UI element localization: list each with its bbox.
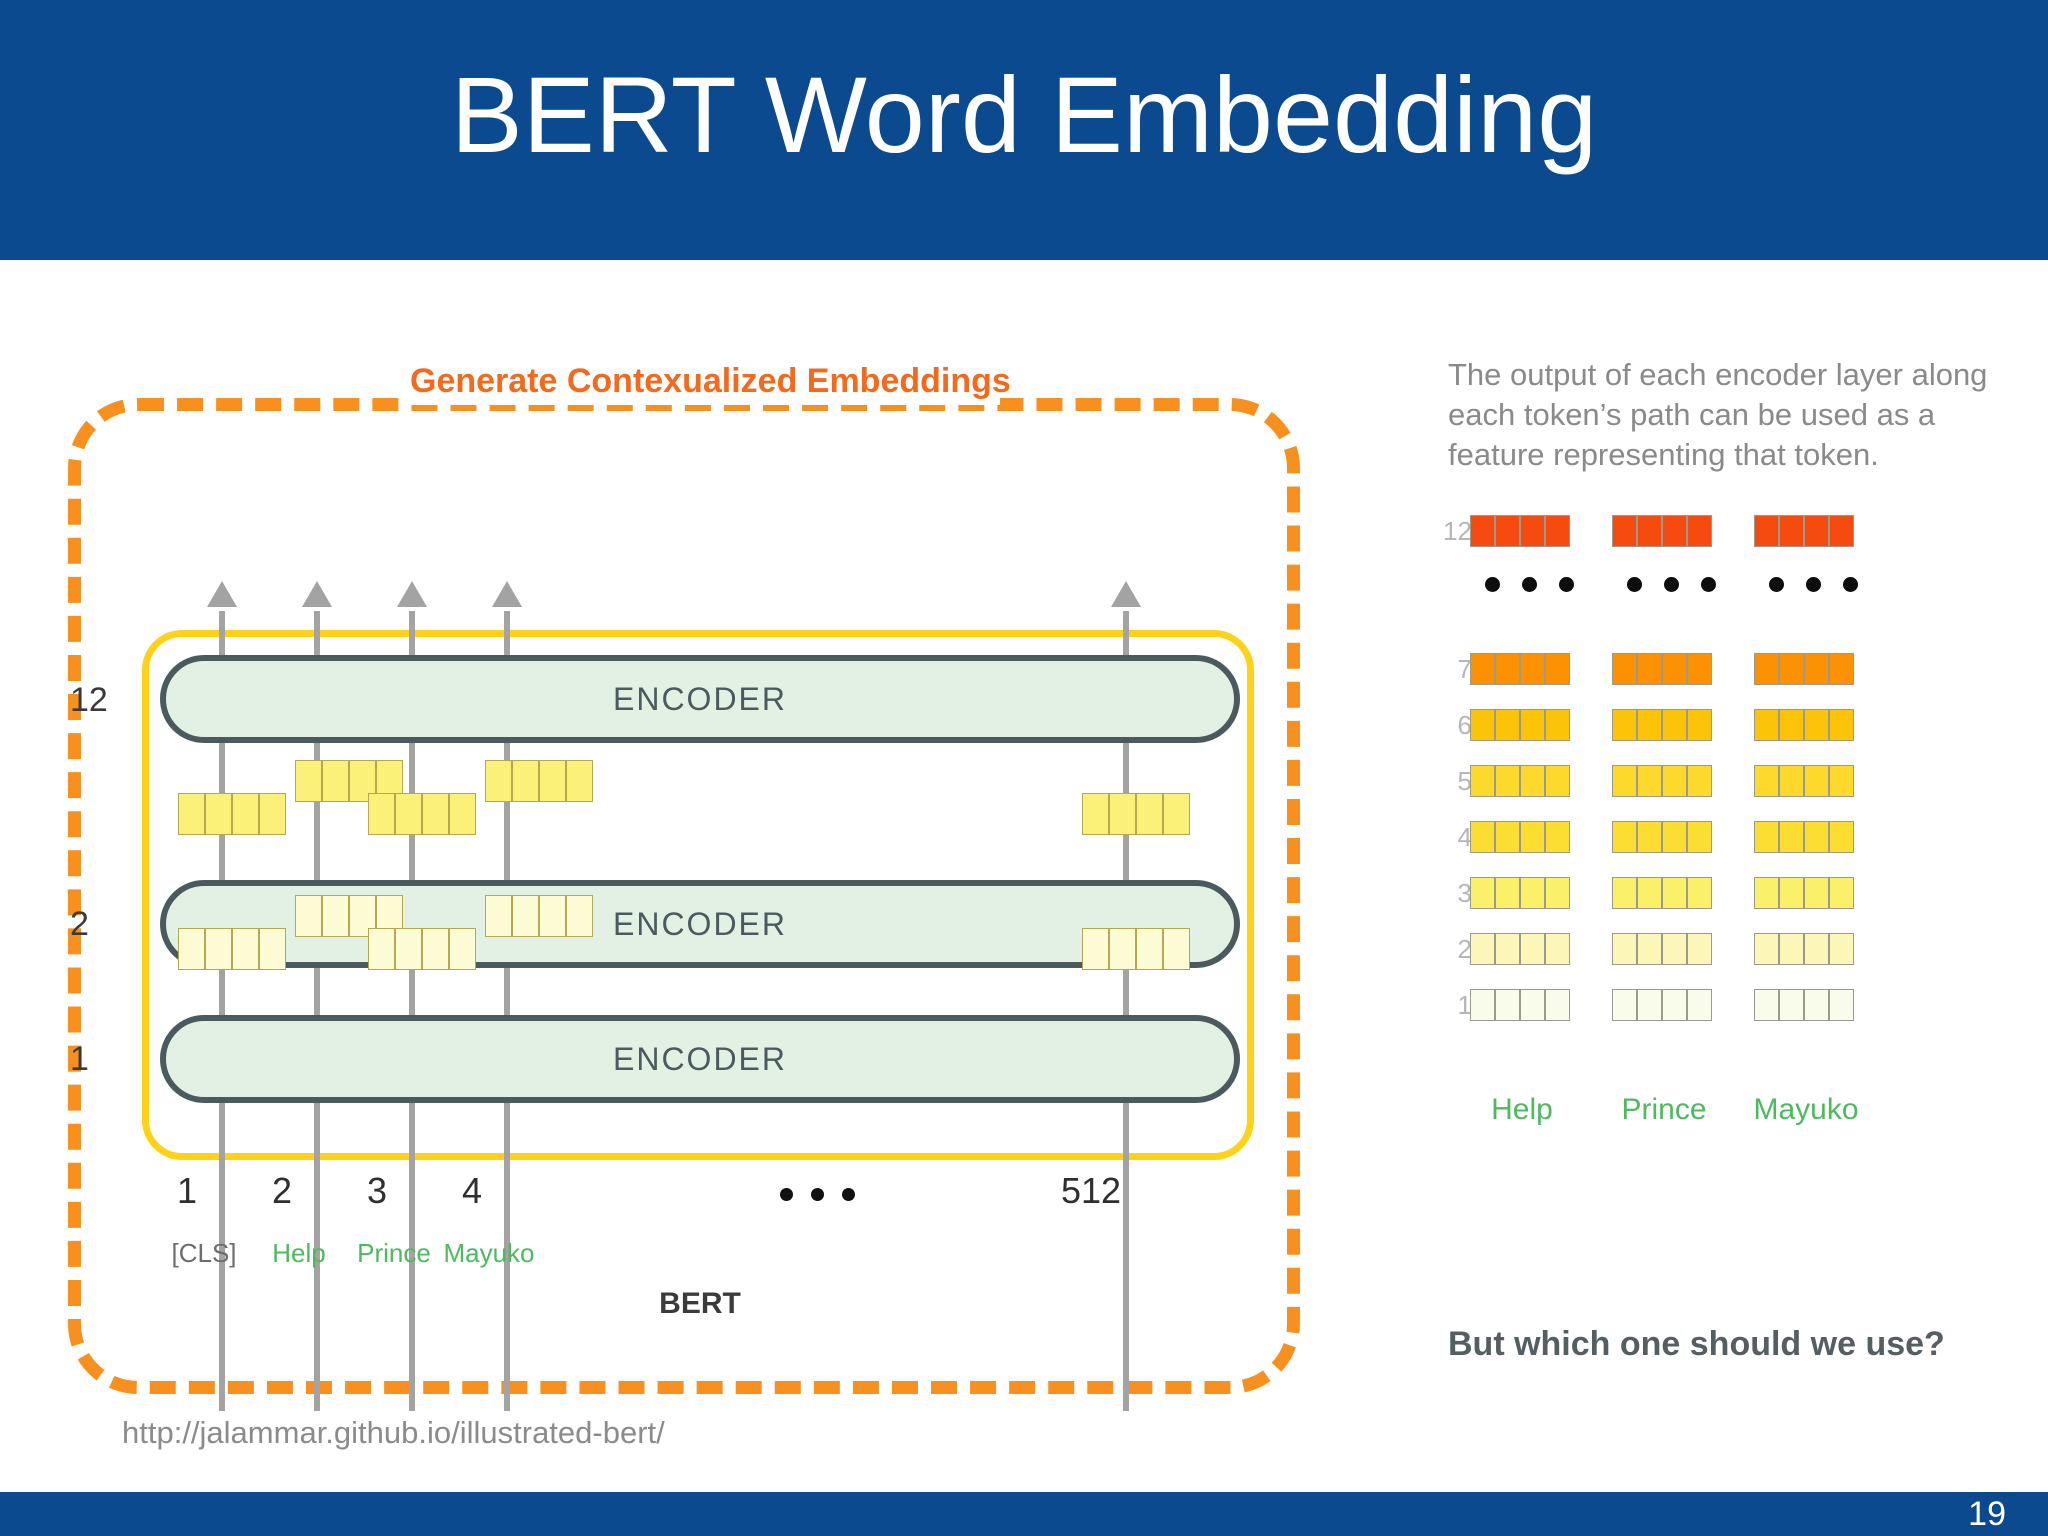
page-number: 19 — [1968, 1495, 2006, 1533]
token-output-arrow — [302, 581, 332, 607]
heatmap-token-block — [1754, 989, 1854, 1021]
heatmap-token-block — [1612, 877, 1712, 909]
heatmap-token-block — [1612, 821, 1712, 853]
token-embedding-cells — [1082, 928, 1190, 970]
heatmap-token-block — [1612, 709, 1712, 741]
token-index-label: 512 — [1060, 1170, 1122, 1211]
encoder-block-1[interactable]: ENCODER — [160, 1015, 1240, 1103]
footer-bar — [0, 1492, 2048, 1536]
heatmap-ellipsis — [1485, 577, 1574, 592]
heatmap-token-block — [1754, 765, 1854, 797]
token-path-line — [1123, 611, 1129, 1411]
token-path-line — [314, 611, 320, 1411]
token-word-label: Help — [272, 1238, 326, 1268]
token-embedding-cells — [368, 928, 476, 970]
token-embedding-cells — [485, 895, 593, 937]
encoder-layer-number-12: 12 — [70, 681, 108, 719]
token-embedding-cells — [368, 793, 476, 835]
token-embedding-cells — [178, 928, 286, 970]
heatmap-token-label: Prince — [1621, 1093, 1707, 1126]
heatmap-ellipsis — [1769, 577, 1858, 592]
heatmap-token-block — [1470, 877, 1570, 909]
heatmap-token-block — [1470, 989, 1570, 1021]
right-panel: The output of each encoder layer along e… — [1448, 355, 2008, 475]
token-word-label: Prince — [357, 1238, 431, 1268]
token-path-line — [409, 611, 415, 1411]
heatmap-layer-label: 12 — [1443, 516, 1472, 546]
heatmap-token-block — [1612, 765, 1712, 797]
encoder-output-caption: The output of each encoder layer along e… — [1448, 357, 1988, 472]
heatmap-ellipsis — [1627, 577, 1716, 592]
token-embedding-cells — [485, 760, 593, 802]
token-embedding-cells — [295, 895, 403, 937]
token-output-arrow — [492, 581, 522, 607]
generate-embeddings-label: Generate Contexualized Embeddings — [400, 358, 1011, 405]
heatmap-token-label: Mayuko — [1753, 1093, 1859, 1126]
token-index-label: 1 — [176, 1170, 198, 1211]
heatmap-token-block — [1754, 821, 1854, 853]
source-url-text[interactable]: http://jalammar.github.io/illustrated-be… — [122, 1415, 665, 1450]
heatmap-token-block — [1470, 765, 1570, 797]
heatmap-layer-label: 5 — [1457, 766, 1472, 796]
heatmap-layer-label: 4 — [1457, 822, 1472, 852]
encoder-highlight-box — [142, 630, 1254, 1160]
bert-model-label: BERT — [659, 1287, 741, 1320]
heatmap-layer-label: 7 — [1457, 654, 1472, 684]
heatmap-token-block — [1754, 653, 1854, 685]
encoder-layer-number-1: 1 — [70, 1040, 89, 1078]
token-output-arrow — [207, 581, 237, 607]
token-output-arrow — [1111, 581, 1141, 607]
token-index-label: 2 — [271, 1170, 293, 1211]
heatmap-token-block — [1470, 653, 1570, 685]
heatmap-layer-label: 1 — [1457, 990, 1472, 1020]
which-one-question: But which one should we use? — [1448, 1325, 1945, 1363]
token-word-label: Mayuko — [443, 1238, 535, 1268]
heatmap-token-block — [1612, 515, 1712, 547]
encoder-layer-number-2: 2 — [70, 905, 89, 943]
token-embedding-cells — [1082, 793, 1190, 835]
heatmap-token-block — [1612, 933, 1712, 965]
encoder-block-12[interactable]: ENCODER — [160, 655, 1240, 743]
heatmap-token-block — [1754, 877, 1854, 909]
token-index-label: 4 — [461, 1170, 483, 1211]
heatmap-token-label: Help — [1491, 1093, 1553, 1126]
heatmap-token-block — [1470, 709, 1570, 741]
token-ellipsis — [780, 1188, 855, 1201]
token-output-arrow — [397, 581, 427, 607]
token-index-label: 3 — [366, 1170, 388, 1211]
heatmap-token-block — [1612, 653, 1712, 685]
heatmap-token-block — [1754, 933, 1854, 965]
heatmap-token-block — [1470, 515, 1570, 547]
heatmap-layer-label: 2 — [1457, 934, 1472, 964]
heatmap-token-block — [1754, 515, 1854, 547]
token-path-line — [504, 611, 510, 1411]
heatmap-token-block — [1470, 821, 1570, 853]
token-path-line — [219, 611, 225, 1411]
heatmap-token-block — [1470, 933, 1570, 965]
token-word-label: [CLS] — [171, 1238, 237, 1268]
heatmap-layer-label: 3 — [1457, 878, 1472, 908]
heatmap-token-block — [1612, 989, 1712, 1021]
token-embedding-cells — [178, 793, 286, 835]
heatmap-token-block — [1754, 709, 1854, 741]
page-title: BERT Word Embedding — [450, 54, 1598, 175]
title-bar: BERT Word Embedding — [0, 0, 2048, 260]
heatmap-layer-label: 6 — [1457, 710, 1472, 740]
